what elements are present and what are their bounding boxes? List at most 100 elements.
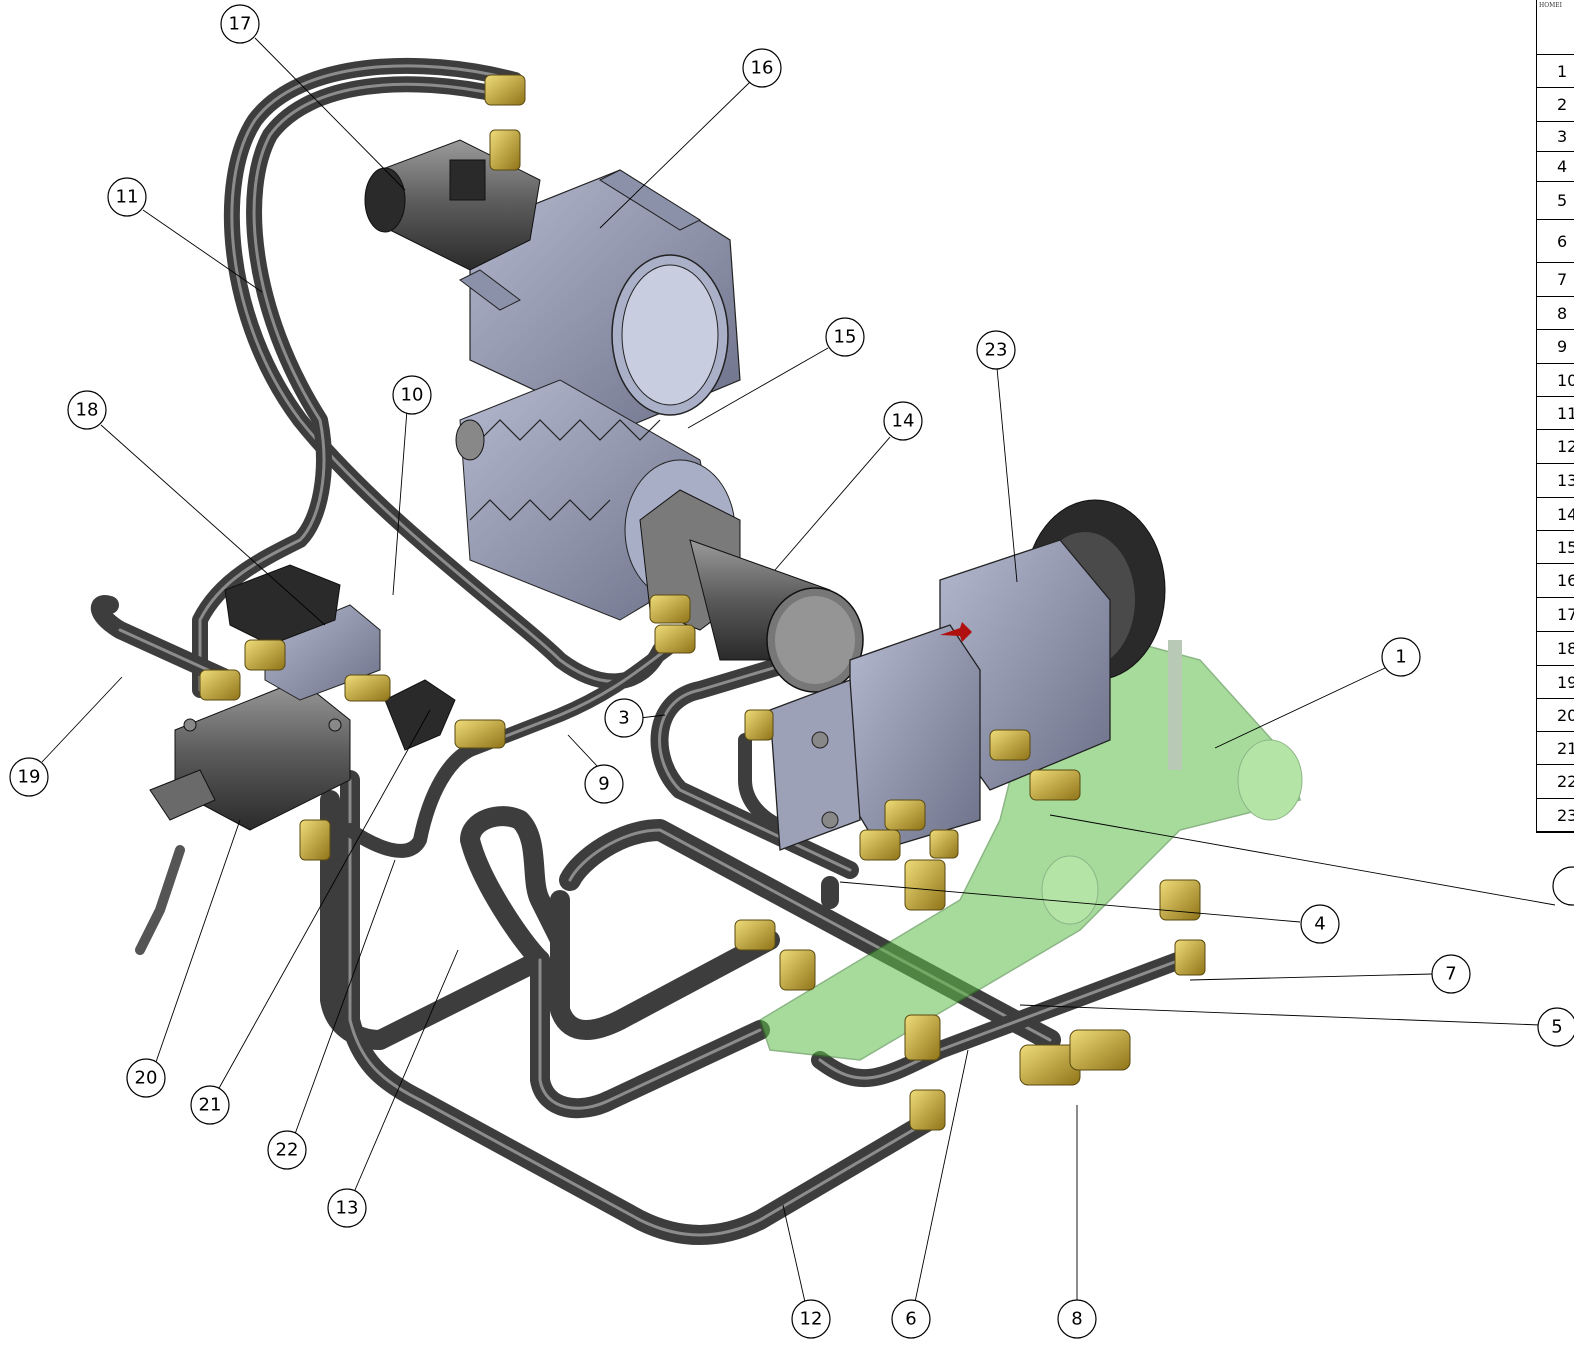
bom-row: 14 [1537,498,1574,531]
mounting-bracket [759,619,1303,1061]
pressure-switch [384,679,456,751]
bom-header: HOMEI [1537,0,1574,55]
bom-item-number: 20 [1557,705,1574,725]
bom-row: 3 [1537,122,1574,152]
svg-text:8: 8 [1071,1309,1082,1330]
bom-item-number: 23 [1557,805,1574,825]
hydraulic-motor [639,489,864,693]
svg-text:11: 11 [116,187,139,208]
bom-item-number: 18 [1557,639,1574,658]
bom-row: 23 [1537,799,1574,832]
callout-balloon-10: 10 [392,375,432,415]
hydraulic-pump [769,499,1166,851]
bom-item-number: 2 [1557,95,1568,114]
bom-row: 11 [1537,397,1574,430]
callout-balloon-17: 17 [220,4,260,44]
bom-row: 7 [1537,263,1574,297]
svg-text:20: 20 [135,1068,158,1089]
callout-balloon-15: 15 [825,317,865,357]
bom-item-number: 13 [1557,471,1574,490]
svg-text:16: 16 [751,58,774,79]
bom-item-number: 14 [1557,504,1574,524]
coupler-housing [459,169,741,431]
svg-text:12: 12 [800,1309,823,1330]
callout-balloon-11: 11 [107,177,147,217]
callout-balloon-5: 5 [1537,1007,1574,1047]
bom-item-number: 6 [1557,231,1568,251]
svg-text:15: 15 [834,327,857,348]
bom-item-number: 3 [1557,127,1568,146]
bom-row: 21 [1537,732,1574,765]
bom-row: 8 [1537,297,1574,330]
callout-balloon-18: 18 [67,390,107,430]
callout-balloon-23: 23 [976,330,1016,370]
bom-row: 22 [1537,765,1574,799]
callout-balloon-3: 3 [604,698,644,738]
bom-item-number: 17 [1557,605,1574,624]
svg-text:22: 22 [276,1140,299,1161]
hoses [90,57,1189,1245]
bom-item-number: 16 [1557,571,1574,590]
svg-text:6: 6 [905,1309,916,1330]
callout-balloon-clipped [1552,866,1574,906]
callout-balloon-12: 12 [791,1299,831,1339]
bom-item-number: 21 [1557,738,1574,758]
bom-row: 18 [1537,632,1574,666]
bom-item-number: 9 [1557,337,1568,356]
bom-item-number: 8 [1557,303,1568,323]
electric-motor [364,139,541,271]
svg-text:3: 3 [618,708,629,729]
svg-text:14: 14 [892,411,915,432]
bom-row: 5 [1537,182,1574,220]
svg-text:17: 17 [229,14,252,35]
brass-fittings [199,74,1206,1131]
bom-row: 16 [1537,564,1574,598]
bom-item-number: 7 [1557,270,1568,289]
callout-balloon-22: 22 [267,1130,307,1170]
bom-row: 9 [1537,330,1574,364]
svg-text:13: 13 [336,1198,359,1219]
bom-row: 15 [1537,531,1574,564]
svg-text:10: 10 [401,385,424,406]
bom-row: 1 [1537,55,1574,88]
svg-text:19: 19 [18,767,41,788]
bom-item-number: 12 [1557,437,1574,456]
bom-item-number: 11 [1557,403,1574,423]
bom-item-number: 4 [1557,157,1568,176]
svg-text:1: 1 [1395,647,1406,668]
callout-balloon-14: 14 [883,401,923,441]
bom-row: 17 [1537,598,1574,632]
flow-arrow-icon [940,622,972,642]
bom-item-number: 22 [1557,772,1574,791]
control-valve [135,679,351,955]
svg-text:4: 4 [1314,914,1325,935]
bom-row: 20 [1537,699,1574,732]
svg-text:18: 18 [76,400,99,421]
svg-text:21: 21 [199,1095,222,1116]
bom-item-number: 19 [1557,672,1574,692]
leader-lines [41,37,1556,1303]
callout-balloon-9: 9 [584,764,624,804]
callout-balloon-6: 6 [891,1299,931,1339]
bom-header-fragment: HOMEI [1539,2,1563,9]
bom-row: 6 [1537,220,1574,263]
callout-balloon-8: 8 [1057,1299,1097,1339]
bom-row: 13 [1537,464,1574,498]
bom-row: 4 [1537,152,1574,182]
bom-row: 10 [1537,364,1574,397]
svg-text:9: 9 [598,774,609,795]
callout-balloon-19: 19 [9,757,49,797]
callout-balloon-20: 20 [126,1058,166,1098]
callout-balloon-16: 16 [742,48,782,88]
bom-row: 12 [1537,430,1574,464]
callout-balloon-7: 7 [1431,954,1471,994]
callout-balloon-1: 1 [1381,637,1421,677]
bom-item-number: 15 [1557,537,1574,557]
bom-item-number: 1 [1557,61,1568,81]
bom-row: 19 [1537,666,1574,699]
callout-balloon-4: 4 [1300,904,1340,944]
bom-item-number: 5 [1557,191,1568,210]
